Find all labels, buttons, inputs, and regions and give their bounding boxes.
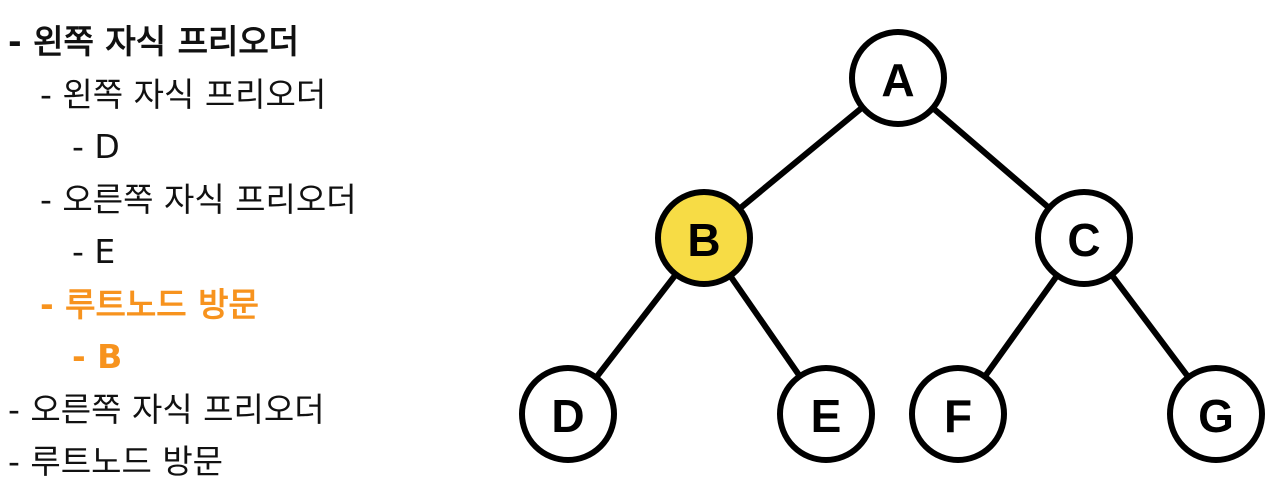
tree-node-label: F: [944, 390, 972, 442]
tree-node-label: G: [1198, 390, 1234, 442]
traversal-step: - E: [72, 232, 116, 271]
traversal-step: - 루트노드 방문: [8, 442, 224, 481]
tree-node-b: B: [655, 189, 753, 287]
tree-node-label: D: [551, 390, 584, 442]
tree-node-label: C: [1067, 214, 1100, 266]
tree-node-label: B: [687, 214, 720, 266]
traversal-step: - 루트노드 방문: [40, 284, 259, 324]
tree-node-f: F: [909, 365, 1007, 463]
traversal-step: - 왼쪽 자식 프리오더: [8, 22, 300, 61]
traversal-step: - B: [72, 337, 123, 376]
tree-node-d: D: [519, 365, 617, 463]
tree-node-circle: [655, 189, 753, 287]
traversal-step: - 오른쪽 자식 프리오더: [40, 179, 357, 219]
traversal-step: - D: [72, 127, 120, 166]
tree-node-circle: [909, 365, 1007, 463]
traversal-step: - 오른쪽 자식 프리오더: [8, 389, 325, 429]
tree-node-circle: [849, 29, 947, 127]
traversal-steps-list: - 왼쪽 자식 프리오더 - 왼쪽 자식 프리오더 - D - 오른쪽 자식 프리오더…: [0, 0, 500, 481]
tree-node-label: A: [881, 54, 914, 106]
tree-node-a: A: [849, 29, 947, 127]
tree-node-e: E: [777, 365, 875, 463]
tree-node-circle: [1167, 365, 1265, 463]
tree-node-label: E: [811, 390, 842, 442]
tree-nodes: A B C D E F G: [519, 29, 1265, 463]
tree-node-c: C: [1035, 189, 1133, 287]
tree-node-circle: [777, 365, 875, 463]
tree-node-g: G: [1167, 365, 1265, 463]
tree-node-circle: [519, 365, 617, 463]
tree-node-circle: [1035, 189, 1133, 287]
traversal-step: - 왼쪽 자식 프리오더: [40, 74, 327, 114]
